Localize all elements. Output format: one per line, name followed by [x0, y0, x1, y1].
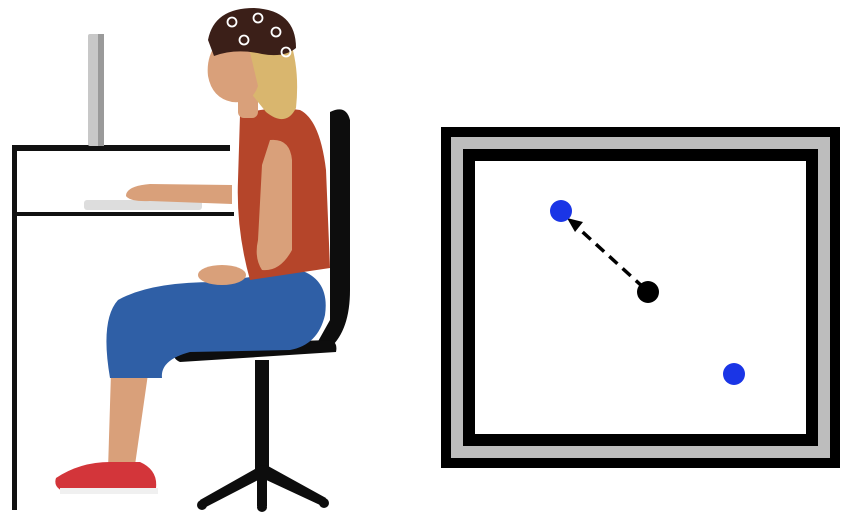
task-screen — [441, 127, 840, 468]
center-cursor-dot — [637, 281, 659, 303]
chair-column — [255, 360, 269, 470]
participant-pants — [106, 270, 325, 378]
desk-leg — [12, 145, 17, 510]
chair-caster — [197, 500, 207, 510]
target-dot-upper-left — [550, 200, 572, 222]
chair-caster — [319, 498, 329, 508]
participant-shoe-sole — [60, 488, 158, 494]
target-dot-lower-right — [723, 363, 745, 385]
chair-base-front — [257, 470, 267, 506]
desk-shelf — [14, 212, 234, 216]
participant-forearm — [126, 184, 232, 204]
monitor — [88, 34, 104, 146]
monitor-stand-shadow — [98, 34, 104, 146]
desk-top — [12, 145, 230, 151]
participant-lap-hand — [198, 265, 246, 285]
